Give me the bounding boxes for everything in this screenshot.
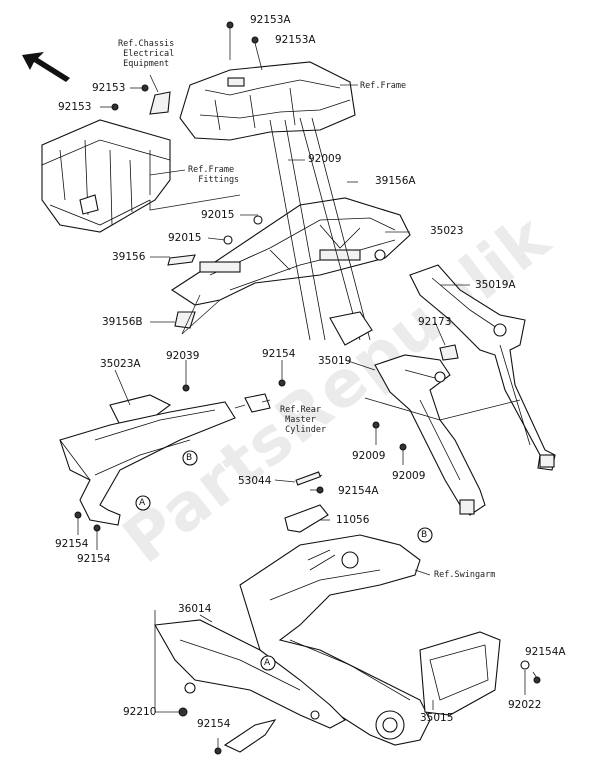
marker-a-2: A (264, 658, 271, 668)
cover-35015 (419, 631, 501, 716)
chain-guard (154, 619, 346, 729)
label-92154A-1: 92154A (338, 485, 379, 497)
label-39156B: 39156B (102, 316, 143, 328)
label-92015-1: 92015 (201, 209, 235, 221)
label-92015-2: 92015 (168, 232, 202, 244)
ref-swingarm: Ref.Swingarm (434, 570, 496, 580)
label-92153-1: 92153 (92, 82, 126, 94)
label-92154-l2: 92154 (77, 553, 111, 565)
label-92039: 92039 (166, 350, 200, 362)
bracket-11056 (284, 471, 329, 533)
markers (135, 450, 433, 671)
label-92009-b: 92009 (392, 470, 426, 482)
flap-35023A (109, 394, 172, 426)
marker-b-1: B (186, 453, 193, 463)
label-35023A: 35023A (100, 358, 141, 370)
label-92210: 92210 (123, 706, 157, 718)
label-35019: 35019 (318, 355, 352, 367)
label-92153A-2: 92153A (275, 34, 316, 46)
label-92154-bot: 92154 (197, 718, 231, 730)
label-36014: 36014 (178, 603, 212, 615)
label-92153A-1: 92153A (250, 14, 291, 26)
ref-rear-master-cylinder: Ref.Rear Master Cylinder (280, 405, 327, 435)
label-92009-a: 92009 (352, 450, 386, 462)
seat-base (179, 61, 356, 141)
rear-fender-inner (170, 197, 411, 306)
label-92173: 92173 (418, 316, 452, 328)
label-35019A: 35019A (475, 279, 516, 291)
label-92009-top: 92009 (308, 153, 342, 165)
label-92022: 92022 (508, 699, 542, 711)
leader-lines (77, 28, 538, 748)
battery-tray (41, 119, 171, 233)
swingarm (239, 534, 431, 746)
label-53044: 53044 (238, 475, 272, 487)
label-92153-2: 92153 (58, 101, 92, 113)
label-11056: 11056 (336, 514, 370, 526)
marker-b-2: B (421, 530, 428, 540)
master-cylinder-bracket (244, 393, 271, 413)
label-35023: 35023 (430, 225, 464, 237)
fender-rails (269, 117, 373, 346)
ref-frame: Ref.Frame (360, 81, 407, 91)
label-92154-l1: 92154 (55, 538, 89, 550)
label-35015: 35015 (420, 712, 454, 724)
ref-frame-fittings: Ref.Frame Fittings (188, 165, 240, 185)
label-92154-top: 92154 (262, 348, 296, 360)
ref-chassis-electrical: Ref.Chassis Electrical Equipment (118, 39, 175, 69)
bolts (74, 21, 541, 755)
bracket-bottom (223, 719, 277, 753)
hugger-front (59, 401, 236, 526)
marker-a-1: A (139, 498, 146, 508)
label-92154A-2: 92154A (525, 646, 566, 658)
direction-arrow-icon (22, 52, 70, 82)
bracket-35019A (409, 264, 556, 471)
label-39156A: 39156A (375, 175, 416, 187)
label-39156: 39156 (112, 251, 146, 263)
bracket-35019 (364, 354, 521, 516)
